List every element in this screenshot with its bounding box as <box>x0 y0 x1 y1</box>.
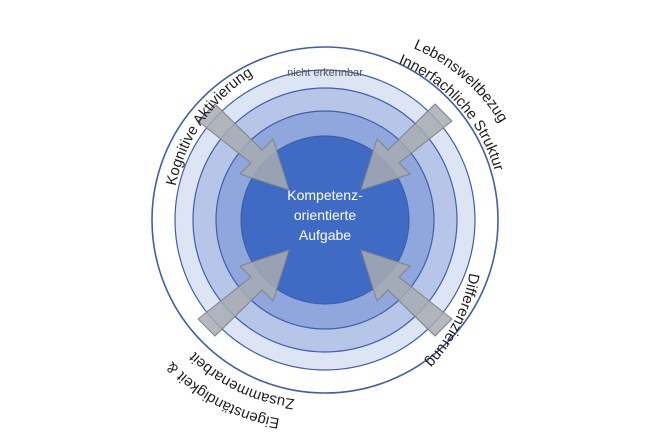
arrow-bottom-right <box>360 249 453 337</box>
arrow-top-right <box>360 103 453 191</box>
outer-ring-label: nicht erkennbar <box>287 67 363 79</box>
center-line-3: Aufgabe <box>299 227 351 243</box>
arrow-top-left <box>197 103 290 191</box>
center-line-1: Kompetenz- <box>287 187 363 203</box>
center-line-2: orientierte <box>294 207 356 223</box>
arrow-bottom-left <box>197 249 290 337</box>
